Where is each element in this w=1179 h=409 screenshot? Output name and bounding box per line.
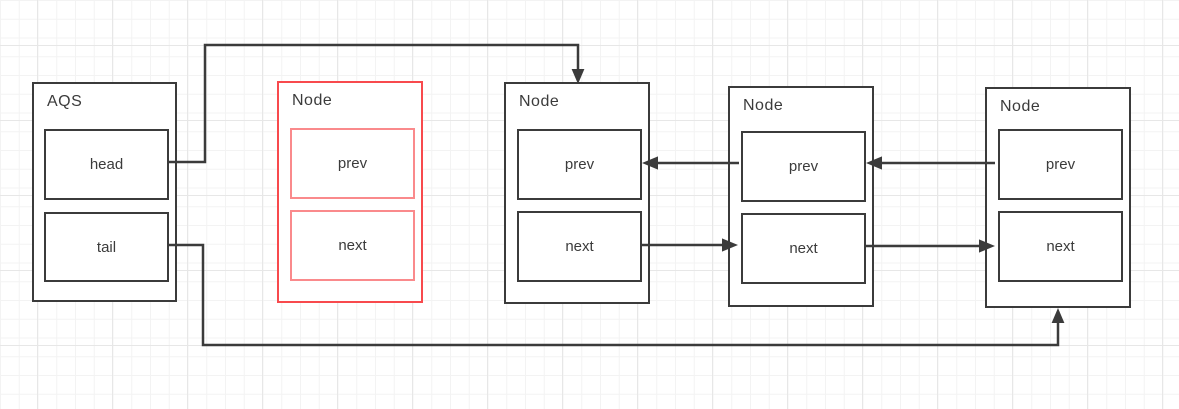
node-highlighted-prev-field[interactable]: prev: [290, 128, 415, 199]
node2-title: Node: [743, 97, 784, 114]
node-highlighted-title: Node: [292, 92, 333, 109]
node2-prev-field[interactable]: prev: [741, 131, 866, 202]
node2-next-label: next: [789, 240, 818, 257]
node3-prev-field[interactable]: prev: [998, 129, 1123, 200]
node3-next-field[interactable]: next: [998, 211, 1123, 282]
aqs-tail-label: tail: [96, 238, 117, 256]
edge-node2-prev-to-node1-prev: [642, 156, 739, 170]
aqs-head-field[interactable]: head: [44, 129, 169, 200]
node1-next-field[interactable]: next: [517, 211, 642, 282]
edge-node1-next-to-node2-next: [640, 238, 738, 252]
node2-next-field[interactable]: next: [741, 213, 866, 284]
node-highlighted-box[interactable]: Node prev next: [277, 81, 423, 303]
node3-title: Node: [1000, 98, 1041, 115]
node1-prev-field[interactable]: prev: [517, 129, 642, 200]
node3-prev-label: prev: [1045, 156, 1076, 173]
node1-next-label: next: [565, 238, 594, 255]
node3-next-label: next: [1046, 238, 1075, 255]
node-highlighted-next-field[interactable]: next: [290, 210, 415, 281]
aqs-title: AQS: [47, 93, 83, 110]
aqs-box[interactable]: AQS head tail: [32, 82, 177, 302]
node2-box[interactable]: Node prev next: [728, 86, 874, 307]
aqs-head-label: head: [89, 156, 124, 173]
node1-box[interactable]: Node prev next: [504, 82, 650, 304]
node2-prev-label: prev: [788, 158, 819, 175]
edge-node3-prev-to-node2-prev: [866, 156, 995, 170]
node1-title: Node: [519, 93, 560, 110]
node3-box[interactable]: Node prev next: [985, 87, 1131, 308]
node-highlighted-next-label: next: [338, 237, 367, 254]
node1-prev-label: prev: [564, 156, 595, 173]
node-highlighted-prev-label: prev: [337, 155, 368, 172]
aqs-tail-field[interactable]: tail: [44, 212, 169, 282]
edge-node2-next-to-node3-next: [864, 239, 995, 253]
